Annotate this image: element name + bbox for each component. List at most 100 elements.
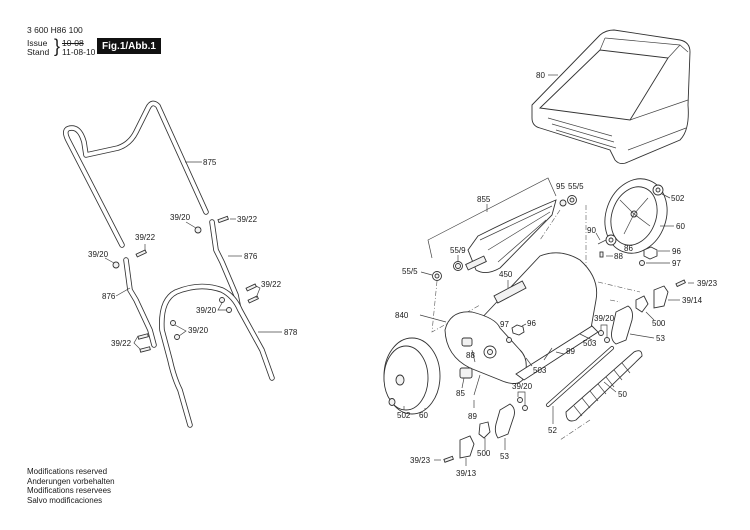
callout-39-20-right: 39/20	[594, 314, 615, 323]
note-line: Modifications reservees	[27, 486, 112, 496]
bottom-blade-part[interactable]	[515, 325, 599, 381]
bolt-icon	[247, 295, 259, 304]
callout-80: 80	[536, 71, 545, 80]
modification-notes: Modifications reserved Anderungen vorbeh…	[27, 467, 115, 505]
callout-875: 875	[203, 158, 217, 167]
callout-97-right: 97	[672, 259, 681, 268]
pin-icon	[543, 347, 553, 361]
note-line: Modifications reserved	[27, 467, 108, 476]
wheel-right-part[interactable]	[595, 170, 677, 262]
callout-96-right: 96	[672, 247, 681, 256]
brace-icon: }	[54, 36, 61, 56]
mid-handle-left-part[interactable]	[123, 257, 157, 348]
callout-39-22-b: 39/22	[237, 215, 258, 224]
callout-500-right: 500	[652, 319, 666, 328]
bolt-icon	[245, 283, 257, 292]
nut-icon	[112, 261, 120, 269]
callout-55-5-left: 55/5	[402, 267, 418, 276]
nut-icon	[598, 330, 604, 336]
clip-left-part[interactable]	[459, 435, 475, 459]
bolt-icon	[139, 346, 151, 353]
callout-39-22-d: 39/22	[111, 339, 132, 348]
callout-876-left: 876	[102, 292, 116, 301]
callout-88-right: 88	[614, 252, 623, 261]
nut-icon	[174, 334, 180, 340]
callout-503-left: 503	[533, 366, 547, 375]
callout-876-right: 876	[244, 252, 258, 261]
part-number: 3 600 H86 100	[27, 25, 83, 35]
figure-badge: Fig.1/Abb.1	[97, 38, 161, 54]
nut-icon	[604, 337, 610, 343]
bolt-icon	[137, 333, 149, 340]
cylinder-bracket	[427, 177, 557, 259]
issue-label: Issue	[27, 38, 48, 48]
callout-89-right: 89	[566, 347, 575, 356]
upper-handle-part[interactable]	[63, 100, 209, 248]
nut-icon	[226, 307, 232, 313]
gear-small-icon	[459, 367, 473, 379]
callout-50: 50	[618, 390, 627, 399]
callout-450: 450	[499, 270, 513, 279]
bracket-right-part[interactable]	[611, 305, 633, 345]
callout-39-13: 39/13	[456, 469, 477, 478]
callout-95: 95	[556, 182, 565, 191]
nut-icon	[194, 226, 202, 234]
bracket-left-part[interactable]	[494, 403, 515, 439]
stand-label: Stand	[27, 47, 50, 57]
cap-left-part[interactable]	[478, 421, 491, 439]
bolt-icon	[217, 215, 229, 224]
bolt-icon	[135, 249, 147, 258]
issue-date: 10-08	[62, 38, 84, 48]
callout-855: 855	[477, 195, 491, 204]
spacer-icon	[559, 199, 567, 207]
knob-icon	[511, 324, 525, 336]
screw-icon	[443, 455, 454, 463]
screw-icon	[675, 279, 686, 288]
pin-icon	[473, 374, 481, 396]
callout-503-right: 503	[583, 339, 597, 348]
mid-handle-right-part[interactable]	[209, 219, 241, 308]
callout-39-22-a: 39/22	[135, 233, 156, 242]
callout-53-right: 53	[656, 334, 665, 343]
wheel-left-part[interactable]	[383, 337, 441, 415]
lower-handle-part[interactable]	[159, 283, 275, 428]
callout-52: 52	[548, 426, 557, 435]
callout-86: 86	[624, 244, 633, 253]
callout-39-14: 39/14	[682, 296, 703, 305]
callout-60-right: 60	[676, 222, 685, 231]
callout-55-5-top: 55/5	[568, 182, 584, 191]
cutting-cylinder-part[interactable]	[465, 199, 557, 273]
callout-60-left: 60	[419, 411, 428, 420]
note-line: Anderungen vorbehalten	[27, 476, 115, 486]
callout-39-20-bottom: 39/20	[512, 382, 533, 391]
nut-icon	[219, 297, 225, 303]
cap-right-part[interactable]	[635, 295, 649, 313]
callout-500-left: 500	[477, 449, 491, 458]
callout-55-9: 55/9	[450, 246, 466, 255]
callout-39-23-left: 39/23	[410, 456, 431, 465]
side-plate-part[interactable]	[444, 311, 527, 384]
callout-89-left: 89	[468, 412, 477, 421]
callout-502-right: 502	[671, 194, 685, 203]
callout-53-left: 53	[500, 452, 509, 461]
callout-88-center: 88	[466, 351, 475, 360]
callout-502-left: 502	[397, 411, 411, 420]
pinion-icon	[597, 239, 607, 245]
nut-icon	[522, 405, 528, 411]
stand-date: 11-08-10	[62, 47, 96, 57]
callout-878: 878	[284, 328, 298, 337]
pin-icon	[599, 251, 604, 258]
roller-part[interactable]	[565, 350, 643, 422]
nut-icon	[517, 397, 523, 403]
clip-right-part[interactable]	[653, 285, 669, 309]
callout-90: 90	[587, 226, 596, 235]
callout-39-23-right: 39/23	[697, 279, 718, 288]
nut-icon	[170, 320, 176, 326]
callout-96-center: 96	[527, 319, 536, 328]
grass-box-part[interactable]	[531, 29, 691, 165]
callout-39-20-c: 39/20	[196, 306, 217, 315]
callout-39-20-d: 39/20	[188, 326, 209, 335]
callout-840: 840	[395, 311, 409, 320]
washer-icon	[506, 337, 512, 343]
